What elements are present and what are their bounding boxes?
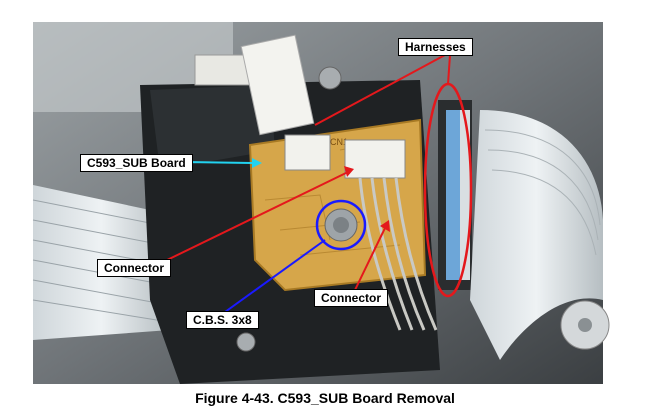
connector-left-pointer-line bbox=[162, 171, 349, 263]
harnesses-label: Harnesses bbox=[398, 38, 473, 56]
figure-caption: Figure 4-43. C593_SUB Board Removal bbox=[195, 390, 455, 406]
connector-label-left: Connector bbox=[97, 259, 171, 277]
connector-label-right: Connector bbox=[314, 289, 388, 307]
harness-pointer-line-1 bbox=[314, 54, 446, 126]
connector-left-pointer-arrowhead bbox=[344, 166, 354, 177]
sub-board-label: C593_SUB Board bbox=[80, 154, 193, 172]
top-screw bbox=[318, 66, 342, 90]
blue-cable-edge bbox=[446, 110, 460, 280]
screw-head bbox=[333, 217, 349, 233]
right-vertical-cable bbox=[460, 110, 470, 280]
board-silkscreen: CN1 bbox=[330, 137, 348, 147]
connector-right-pointer-arrowhead bbox=[380, 220, 390, 232]
top-ribbon-harness bbox=[240, 34, 315, 136]
chassis-top-bracket bbox=[150, 85, 275, 170]
screw-highlight-circle bbox=[315, 199, 367, 251]
harness-pointer-line-2 bbox=[447, 54, 451, 85]
bottom-screw bbox=[236, 332, 256, 352]
sub-board-pointer-arrowhead bbox=[252, 158, 262, 168]
connector-right-pointer-line bbox=[354, 227, 386, 291]
board-connector-right bbox=[344, 139, 406, 179]
screw-pointer-line bbox=[224, 239, 326, 313]
sub-board-pointer-line bbox=[184, 161, 253, 164]
right-curved-flat-cable bbox=[470, 110, 603, 360]
right-cable-lines bbox=[484, 129, 601, 256]
screw-label: C.B.S. 3x8 bbox=[186, 311, 259, 329]
harness-wires bbox=[358, 177, 438, 331]
board-connector-left bbox=[284, 134, 331, 171]
bottom-right-gear-hub bbox=[578, 318, 592, 332]
